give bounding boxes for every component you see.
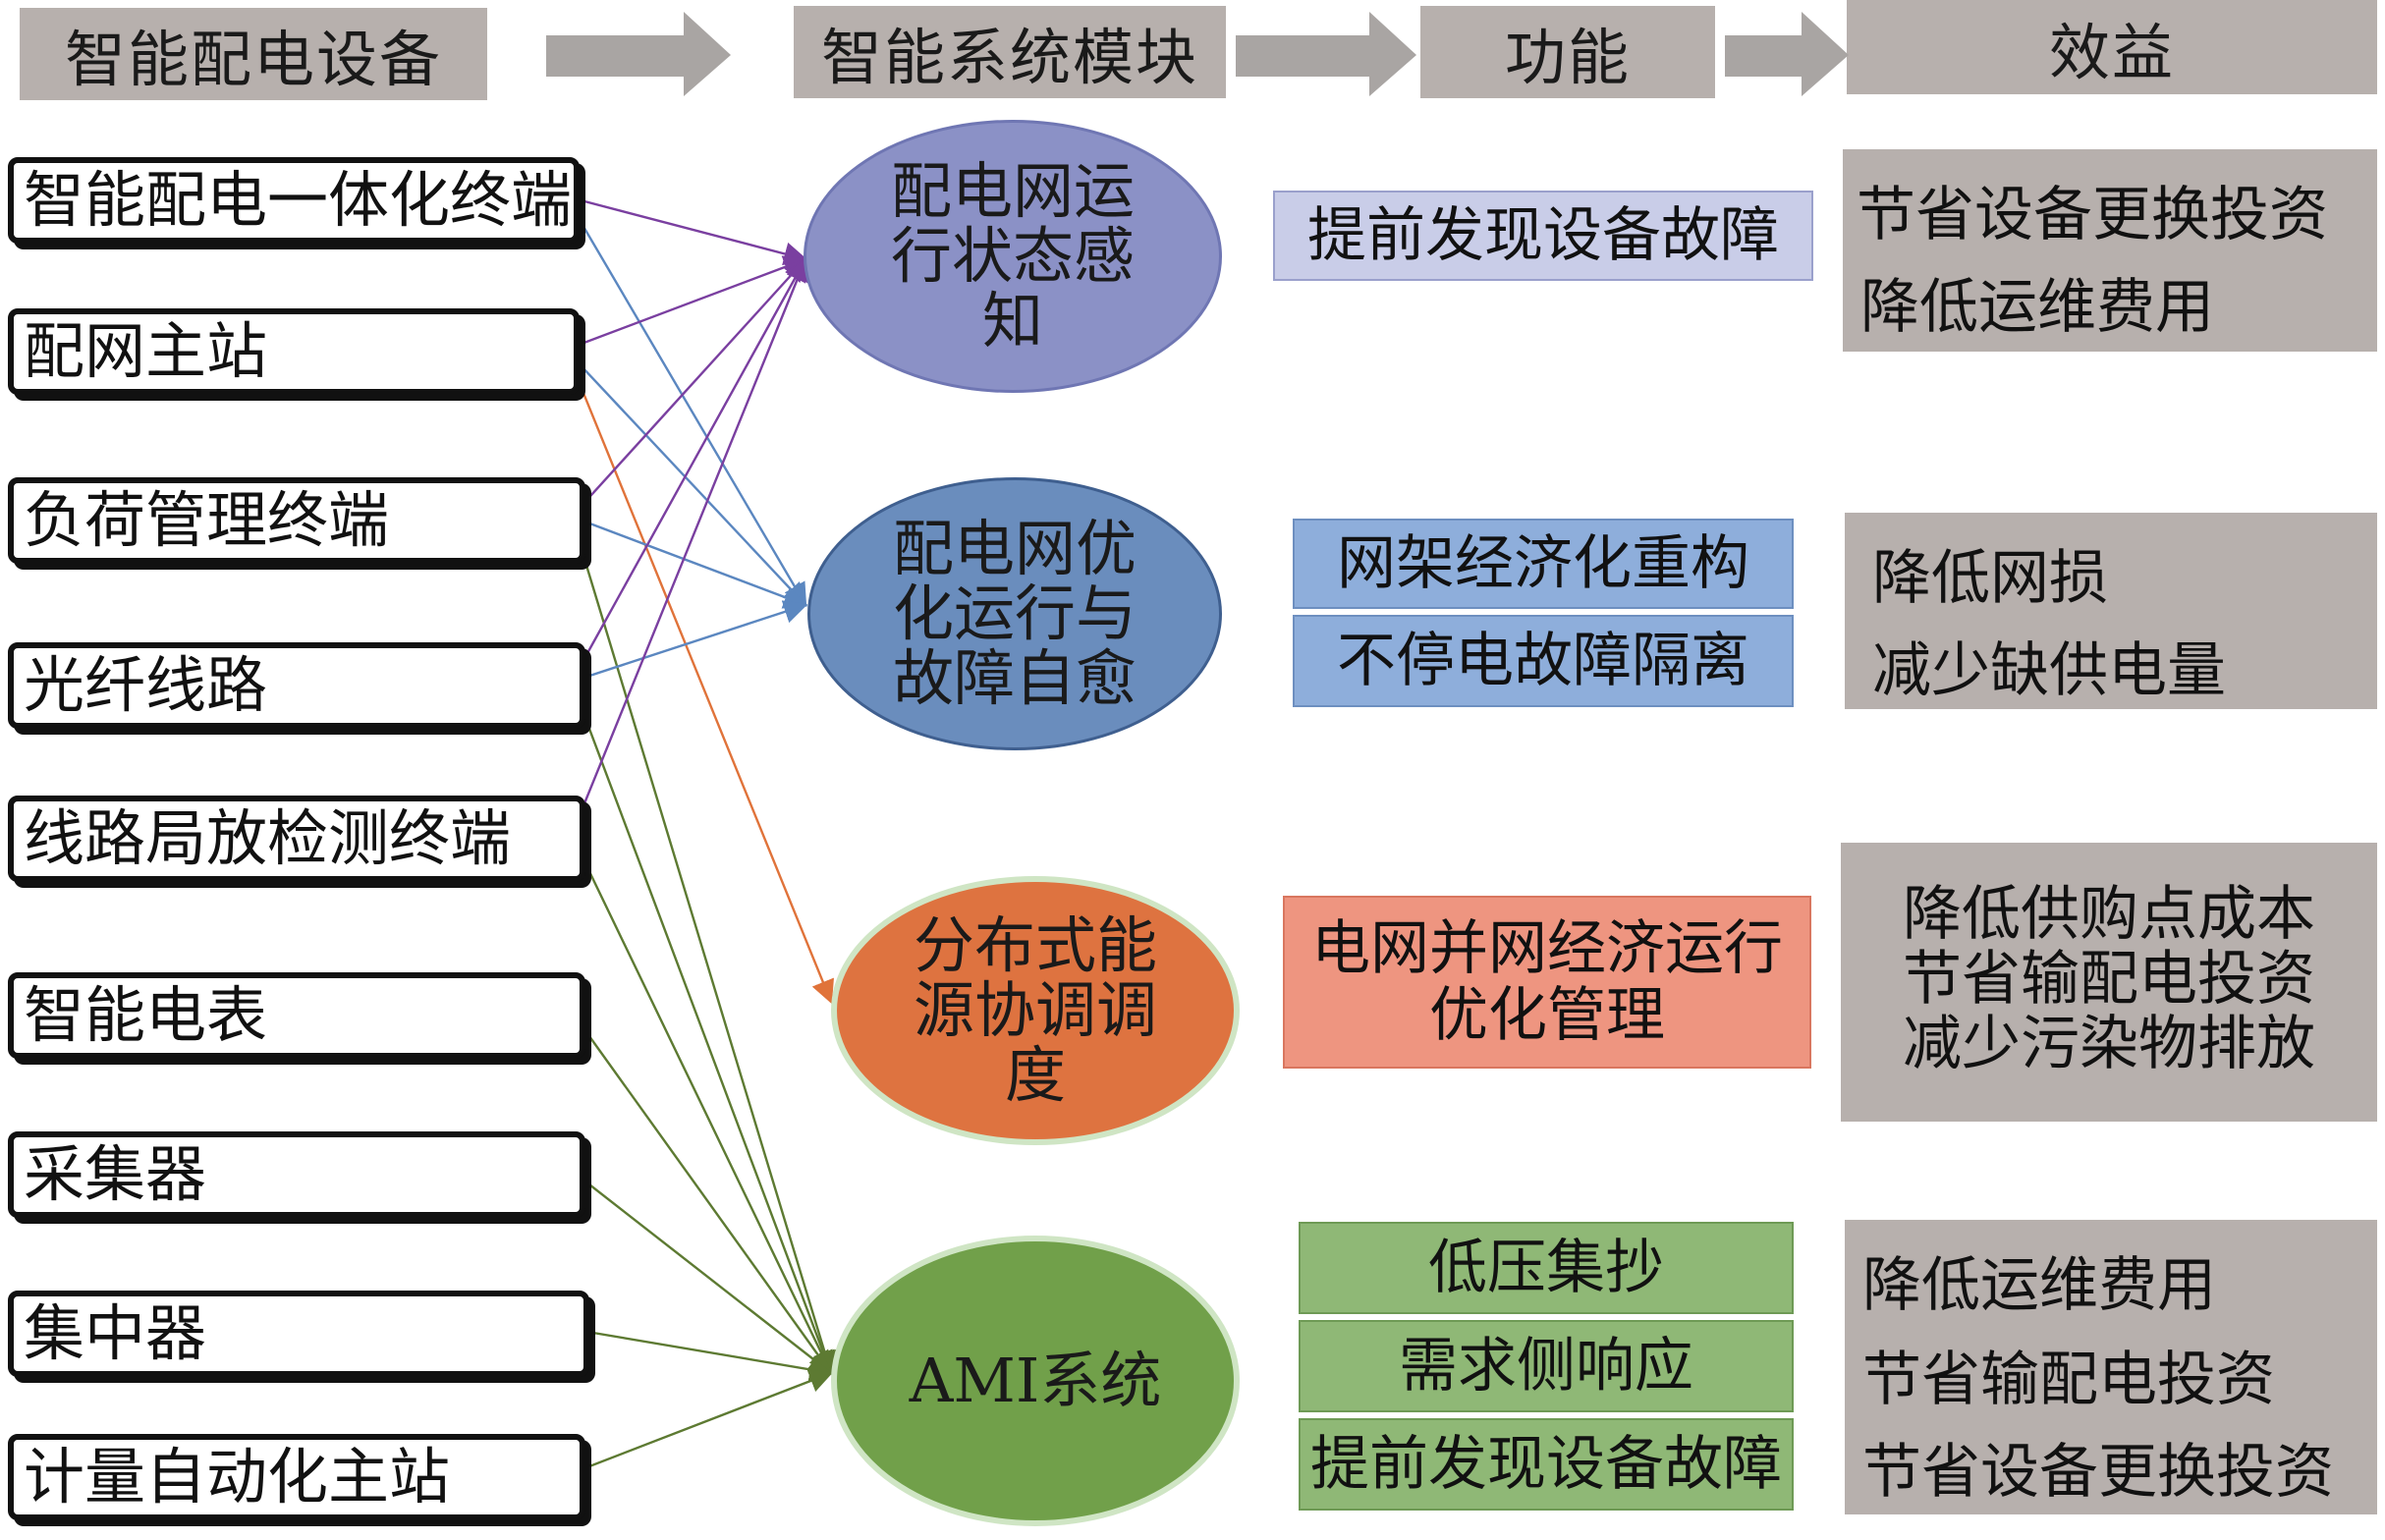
connection-line-0 xyxy=(565,194,808,266)
function-m2-grid-reconfig: 网架经济化重构 xyxy=(1293,519,1794,609)
device-concentrator: 集中器 xyxy=(8,1291,589,1377)
function-m3-grid-economic: 电网并网经济运行 优化管理 xyxy=(1283,896,1811,1069)
benefit-m3-3: 减少污染物排放 xyxy=(1903,1010,2315,1078)
connection-line-5 xyxy=(571,257,807,518)
benefit-m3-1: 降低供购点成本 xyxy=(1903,880,2315,949)
module-optimization-self-healing: 配电网优 化运行与 故障自愈 xyxy=(807,477,1222,750)
header-benefits: 效益 xyxy=(1847,0,2377,94)
connection-line-13 xyxy=(571,1011,833,1375)
device-partial-discharge-terminal: 线路局放检测终端 xyxy=(8,796,585,882)
connection-line-7 xyxy=(570,516,837,1376)
module-der-line3: 度 xyxy=(1004,1039,1066,1111)
function-m3-line1: 电网并网经济运行 xyxy=(1311,914,1783,983)
module-ami-label: AMI系统 xyxy=(909,1345,1162,1416)
benefit-m2-2: 减少缺供电量 xyxy=(1872,636,2226,705)
connection-line-11 xyxy=(570,256,808,836)
header-arrow-3 xyxy=(1725,12,1849,96)
benefit-m4-2: 节省输配电投资 xyxy=(1862,1346,2275,1414)
function-m1-early-fault: 提前发现设备故障 xyxy=(1273,191,1813,281)
module-status-sensing-line2: 行状态感 xyxy=(890,220,1135,292)
benefits-m2: 降低网损 减少缺供电量 xyxy=(1845,513,2377,709)
device-smart-integrated-terminal: 智能配电一体化终端 xyxy=(8,157,580,244)
module-status-sensing: 配电网运 行状态感 知 xyxy=(804,120,1222,393)
function-m3-line2: 优化管理 xyxy=(1429,981,1665,1050)
connection-line-15 xyxy=(575,1328,834,1382)
device-fiber-line: 光纤线路 xyxy=(8,642,585,729)
module-der-line1: 分布式能 xyxy=(913,909,1157,981)
header-functions: 功能 xyxy=(1420,6,1715,98)
header-arrow-1 xyxy=(546,12,731,96)
connection-line-9 xyxy=(571,600,808,684)
module-optimization-line1: 配电网优 xyxy=(892,513,1137,584)
module-optimization-line2: 化运行与 xyxy=(892,578,1137,649)
device-metering-automation-master: 计量自动化主站 xyxy=(8,1434,585,1520)
benefit-m2-1: 降低网损 xyxy=(1872,544,2108,613)
connection-line-12 xyxy=(570,834,833,1376)
module-der-line2: 源协调调 xyxy=(913,974,1157,1046)
device-distribution-master-station: 配网主站 xyxy=(8,308,580,395)
benefits-m1: 节省设备更换投资 降低运维费用 xyxy=(1843,149,2377,352)
benefit-m1-1: 节省设备更换投资 xyxy=(1857,181,2328,249)
benefits-m4: 降低运维费用 节省输配电投资 节省设备更换投资 xyxy=(1845,1220,2377,1514)
function-m4-early-fault: 提前发现设备故障 xyxy=(1299,1418,1794,1511)
module-ami-system: AMI系统 xyxy=(831,1236,1240,1526)
module-der-dispatch: 分布式能 源协调调 度 xyxy=(831,876,1240,1145)
header-modules: 智能系统模块 xyxy=(794,6,1226,98)
function-m4-demand-response: 需求侧响应 xyxy=(1299,1320,1794,1412)
function-m2-fault-isolation: 不停电故障隔离 xyxy=(1293,615,1794,707)
connection-line-8 xyxy=(570,256,807,683)
device-load-management-terminal: 负荷管理终端 xyxy=(8,477,585,564)
connection-line-4 xyxy=(564,349,834,1005)
device-smart-meter: 智能电表 xyxy=(8,972,585,1059)
module-status-sensing-line1: 配电网运 xyxy=(890,155,1135,227)
connection-line-2 xyxy=(565,255,808,352)
benefit-m3-2: 节省输配电投资 xyxy=(1903,945,2315,1014)
connection-line-1 xyxy=(564,195,807,608)
connection-line-6 xyxy=(571,515,808,609)
connection-line-16 xyxy=(571,1369,834,1475)
benefit-m4-3: 节省设备更换投资 xyxy=(1862,1438,2334,1507)
benefit-m4-1: 降低运维费用 xyxy=(1862,1251,2216,1320)
benefit-m1-2: 降低运维费用 xyxy=(1860,273,2214,342)
module-optimization-line3: 故障自愈 xyxy=(892,642,1137,714)
header-arrow-2 xyxy=(1236,12,1416,96)
device-collector: 采集器 xyxy=(8,1131,585,1218)
connection-line-14 xyxy=(571,1170,833,1375)
header-devices: 智能配电设备 xyxy=(20,8,487,100)
function-m4-lv-reading: 低压集抄 xyxy=(1299,1222,1794,1314)
connection-line-10 xyxy=(570,681,835,1376)
benefits-m3: 降低供购点成本 节省输配电投资 减少污染物排放 xyxy=(1841,843,2377,1122)
module-status-sensing-line3: 知 xyxy=(981,285,1043,357)
